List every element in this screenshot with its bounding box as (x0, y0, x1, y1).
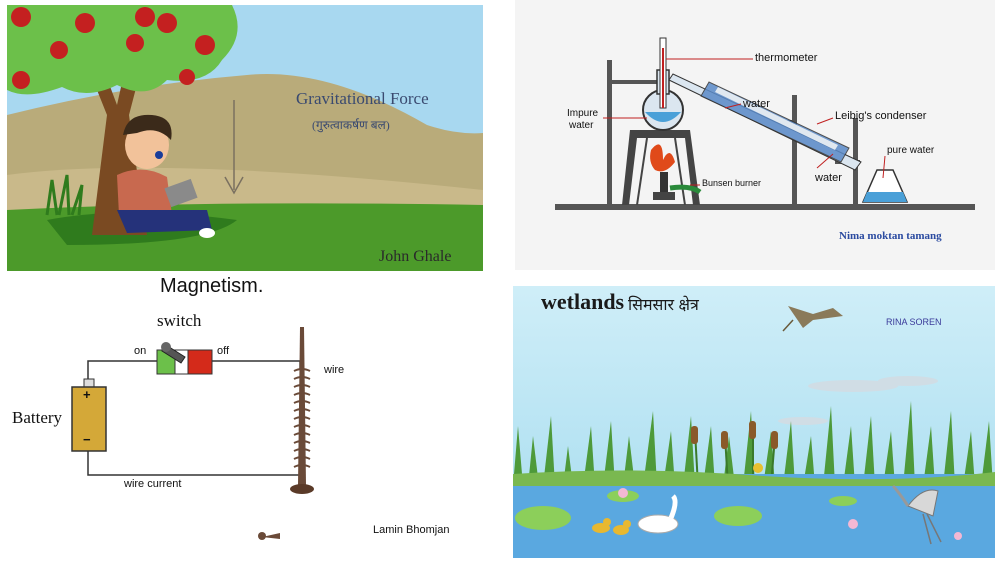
gravity-scene (7, 5, 483, 271)
wire-current-label: wire current (124, 478, 182, 490)
falling-arrow-icon (224, 100, 244, 195)
distillation-panel: thermometer water Impure water Leibig's … (515, 0, 995, 270)
magnetism-author: Lamin Bhomjan (373, 524, 450, 536)
wetlands-title-nepali: सिमसार क्षेत्र (628, 297, 699, 314)
coil-nail-icon (290, 327, 314, 494)
tree-canopy (7, 5, 238, 95)
switch-icon (156, 342, 213, 375)
switch-label: switch (157, 311, 202, 330)
circuit-diagram (71, 327, 314, 540)
label-water-bottom: water (815, 172, 842, 184)
lotus-flowers (618, 488, 962, 540)
ducklings (592, 518, 631, 535)
label-impure-2: water (569, 120, 594, 131)
battery-plus: + (83, 387, 91, 402)
grass-tuft (45, 174, 84, 216)
apples (11, 7, 215, 89)
gravity-author: John Ghale (379, 248, 452, 265)
cattails (691, 421, 778, 487)
battery-label: Battery (12, 408, 63, 427)
wire-label: wire (324, 364, 345, 376)
battery-minus: − (83, 432, 91, 447)
wetlands-panel: wetlands सिमसार क्षेत्र RINA SOREN (513, 286, 995, 558)
distillation-apparatus (555, 37, 975, 210)
label-water-top: water (743, 98, 770, 110)
label-thermometer: thermometer (755, 52, 818, 64)
flying-heron (782, 306, 843, 332)
label-pure-water: pure water (887, 145, 935, 156)
standing-heron (891, 484, 942, 545)
magnetism-title: Magnetism. (160, 275, 264, 297)
gravity-panel: Gravitational Force (गुरुत्वाकर्षण बल) J… (7, 5, 483, 271)
label-burner: Bunsen burner (702, 178, 762, 188)
battery-icon (71, 378, 107, 452)
wetlands-author: RINA SOREN (886, 317, 942, 327)
compass-needle-icon (262, 533, 280, 539)
conical-flask (861, 169, 909, 203)
magnetism-panel: Magnetism. switch on off Battery + − wir… (0, 275, 500, 563)
off-label: off (217, 345, 230, 357)
on-label: on (134, 345, 147, 357)
label-condenser: Leibig's condenser (835, 110, 927, 122)
gravity-subtitle: (गुरुत्वाकर्षण बल) (312, 118, 390, 132)
wetlands-title: wetlands (541, 289, 625, 314)
swan (637, 494, 679, 534)
wetlands-scene (513, 286, 995, 558)
distillation-author: Nima moktan tamang (839, 230, 942, 242)
fish-icon (753, 463, 763, 473)
lily-pads (515, 490, 857, 530)
boy (117, 114, 215, 238)
thermometer-icon (659, 37, 667, 109)
label-impure-1: Impure (567, 108, 599, 119)
bunsen-burner (650, 144, 702, 200)
gravity-title: Gravitational Force (296, 89, 429, 108)
cloud (808, 380, 898, 392)
